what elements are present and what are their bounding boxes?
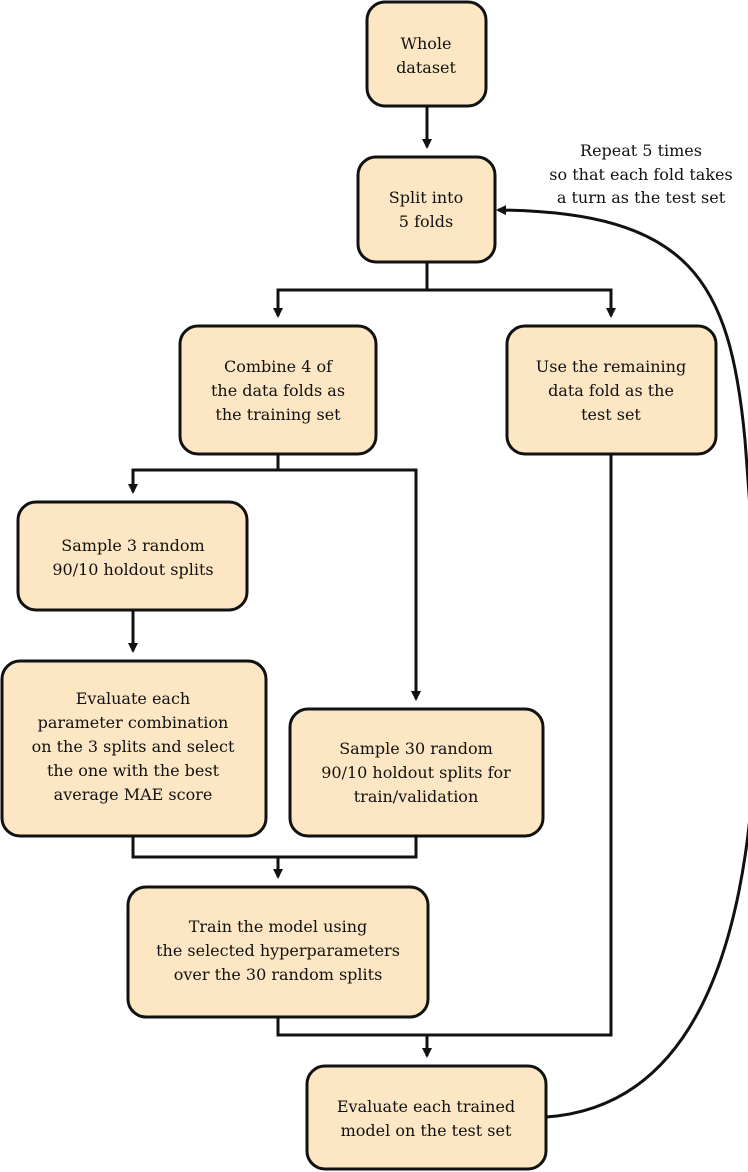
node-evaluate-test-line-2: model on the test set: [341, 1121, 512, 1140]
repeat-note-line-1: Repeat 5 times: [580, 141, 702, 160]
edge-train-to-evaluate-test: [276, 454, 613, 1056]
repeat-note-line-2: so that each fold takes: [549, 165, 732, 184]
node-evaluate-params-line-1: Evaluate each: [76, 689, 190, 708]
edge-merge-to-train: [131, 836, 418, 877]
edge-split-to-combine: [273, 262, 429, 318]
node-combine-training: Combine 4 of the data folds as the train…: [178, 324, 378, 456]
edge-split-to-test: [427, 288, 616, 318]
node-sample-3-line-2: 90/10 holdout splits: [52, 560, 213, 579]
node-train-model: Train the model using the selected hyper…: [126, 885, 430, 1019]
edge-combine-to-sample3: [128, 454, 280, 494]
node-use-test: Use the remaining data fold as the test …: [505, 324, 718, 456]
node-combine-training-line-2: the data folds as: [211, 381, 345, 400]
repeat-note-line-3: a turn as the test set: [557, 188, 726, 207]
node-whole-dataset-line-2: dataset: [396, 58, 456, 77]
node-split-folds-line-1: Split into: [389, 188, 463, 207]
node-combine-training-line-1: Combine 4 of: [224, 357, 333, 376]
node-evaluate-params-line-2: parameter combination: [38, 713, 229, 732]
node-evaluate-test-line-1: Evaluate each trained: [337, 1097, 515, 1116]
node-whole-dataset: Whole dataset: [365, 0, 488, 108]
node-evaluate-params-line-4: the one with the best: [47, 761, 220, 780]
node-train-model-line-1: Train the model using: [189, 917, 368, 936]
node-evaluate-params-line-3: on the 3 splits and select: [32, 737, 235, 756]
repeat-note: Repeat 5 times so that each fold takes a…: [549, 141, 732, 207]
node-whole-dataset-line-1: Whole: [401, 34, 452, 53]
node-sample-3-line-1: Sample 3 random: [61, 536, 204, 555]
node-sample-30-line-2: 90/10 holdout splits for: [321, 763, 511, 782]
node-use-test-line-3: test set: [581, 405, 641, 424]
node-evaluate-test: Evaluate each trained model on the test …: [305, 1064, 548, 1171]
node-use-test-line-1: Use the remaining: [536, 357, 686, 376]
edge-combine-to-sample30: [278, 468, 421, 701]
node-sample-30-line-1: Sample 30 random: [339, 739, 493, 758]
node-train-model-line-3: over the 30 random splits: [174, 965, 383, 984]
node-use-test-line-2: data fold as the: [548, 381, 674, 400]
node-evaluate-params: Evaluate each parameter combination on t…: [0, 659, 268, 838]
node-train-model-line-2: the selected hyperparameters: [156, 941, 400, 960]
node-split-folds-line-2: 5 folds: [399, 212, 453, 231]
node-sample-3: Sample 3 random 90/10 holdout splits: [16, 500, 249, 612]
node-combine-training-line-3: the training set: [215, 405, 341, 424]
edge-repeat-loop: [496, 205, 748, 1119]
node-split-folds: Split into 5 folds: [356, 155, 497, 264]
node-evaluate-params-line-5: average MAE score: [54, 785, 213, 804]
node-sample-30-line-3: train/validation: [354, 787, 479, 806]
node-sample-30: Sample 30 random 90/10 holdout splits fo…: [288, 707, 545, 838]
edges: [128, 106, 748, 1119]
